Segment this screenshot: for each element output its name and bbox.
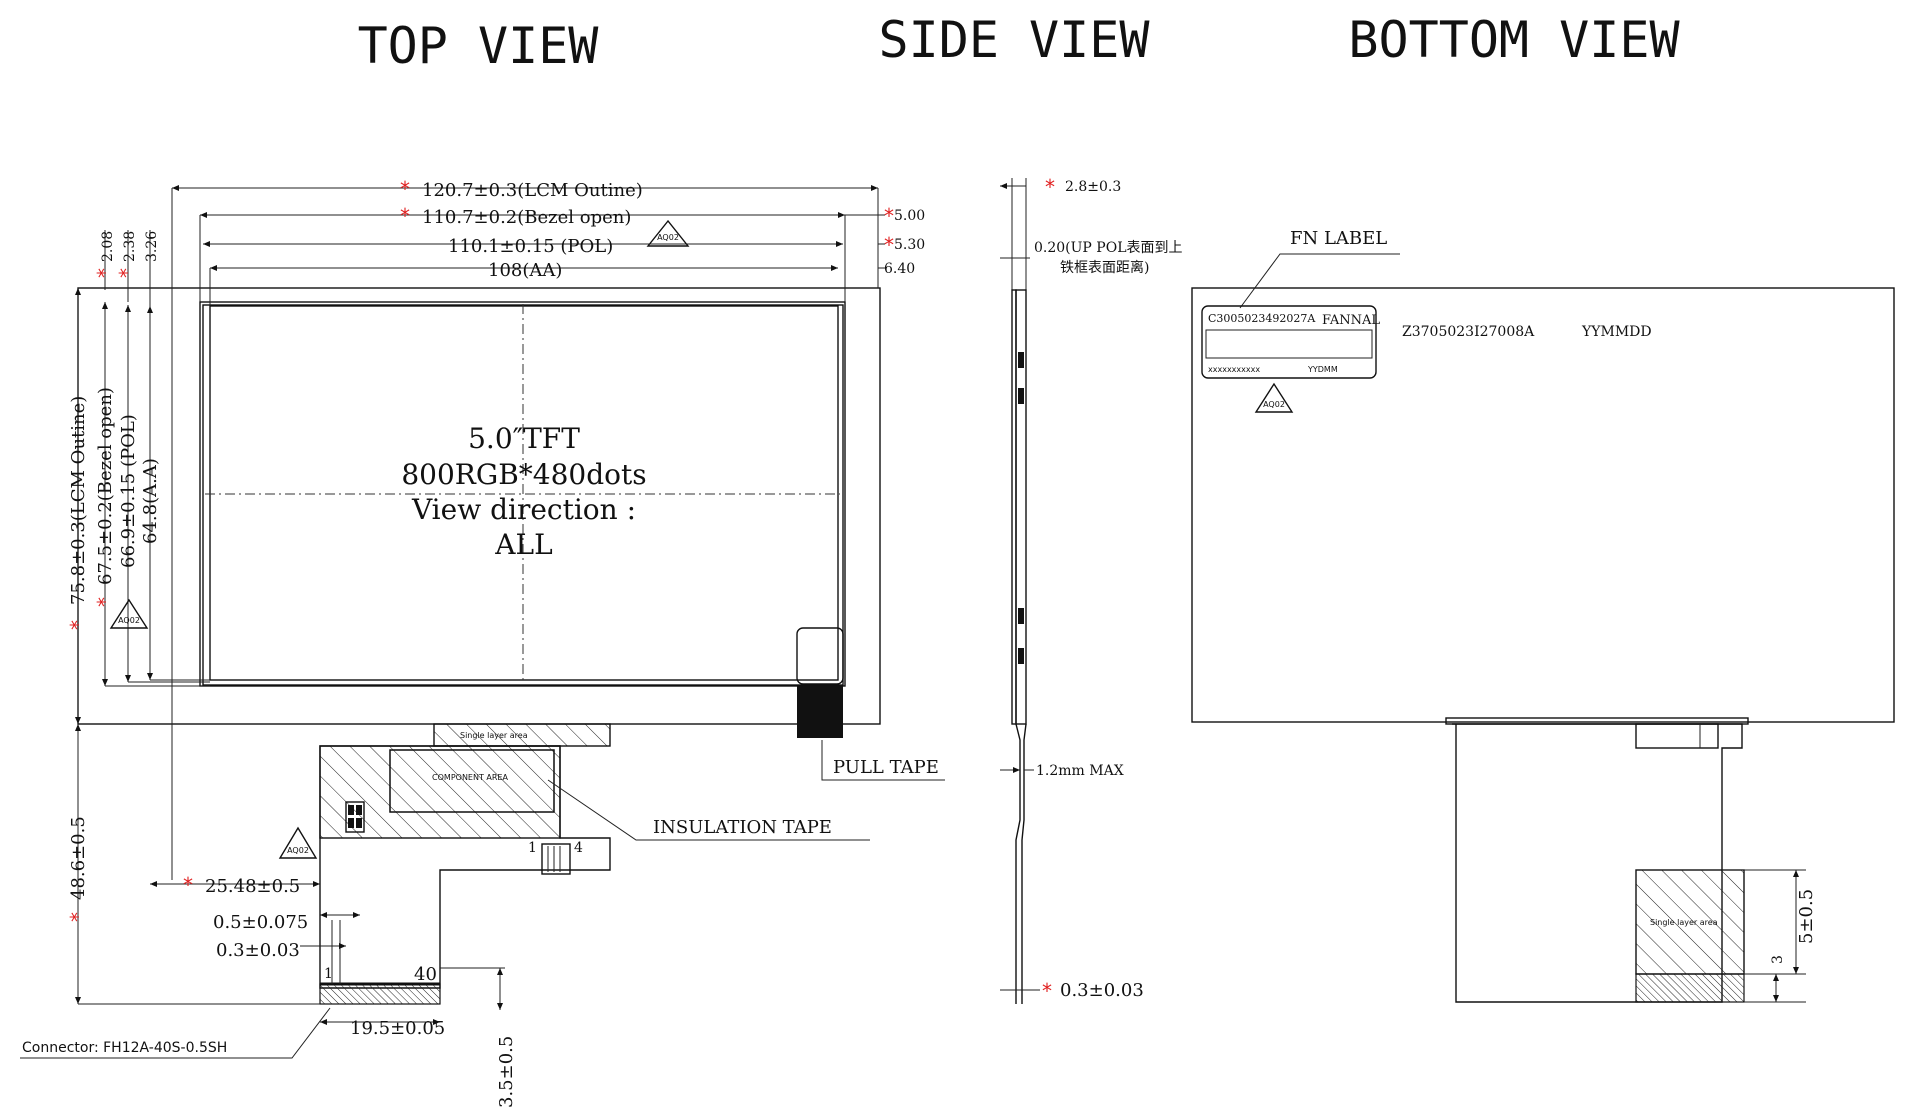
bottom-fpc-outline — [1452, 723, 1743, 1003]
pin-first-label: 1 — [324, 966, 333, 982]
connector-pins — [319, 983, 441, 1005]
module-thickness-dim: 2.8±0.3 — [1065, 179, 1121, 195]
pol-width-dim: 110.1±0.15 (POL) — [448, 236, 613, 257]
svg-text:*: * — [93, 268, 117, 278]
lcm-width-dim: 120.7±0.3(LCM Outine) — [422, 180, 643, 201]
lcm-height-dim: 75.8±0.3(LCM Outine) — [68, 396, 89, 605]
resolution-label: 800RGB*480dots — [401, 458, 646, 491]
top-offset-3: 3.26 — [144, 231, 160, 262]
fpc-thickness-dim: 0.3±0.03 — [1060, 980, 1144, 1001]
pad-pin-1: 1 — [528, 840, 537, 856]
right-offset-aa: 6.40 — [884, 261, 915, 277]
aa-height-dim: 64.8(A.A) — [140, 458, 161, 544]
fpc-total-height-dim: 48.6±0.5 — [68, 816, 89, 900]
fn-label-box — [1201, 305, 1377, 379]
pull-tape-outline — [796, 627, 844, 685]
svg-text:*: * — [1045, 175, 1055, 199]
insulation-tape-label: INSULATION TAPE — [653, 817, 832, 838]
label-brand: FANNAL — [1322, 313, 1380, 328]
bottom-view: FN LABEL C3005023492027A FANNAL xxxxxxxx… — [1191, 228, 1895, 1003]
fpc-offset-dim: 25.48±0.5 — [205, 876, 300, 897]
view-direction-value: ALL — [494, 528, 552, 561]
rev-tag-fpc: AQ02 — [287, 846, 309, 855]
svg-text:*: * — [66, 912, 90, 922]
view-direction-label: View direction : — [411, 493, 636, 526]
label-code: C3005023492027A — [1208, 312, 1316, 325]
pad-pin-4: 4 — [574, 840, 583, 856]
pull-tape-leader — [821, 740, 945, 781]
svg-text:*: * — [93, 597, 117, 607]
svg-text:*: * — [400, 204, 410, 228]
rev-tag-bottom: AQ02 — [1263, 400, 1285, 409]
rev-tag-top: AQ02 — [657, 233, 679, 242]
pull-tape-tab — [797, 686, 843, 738]
top-offset-2: 2.38 — [122, 231, 138, 262]
svg-text:*: * — [66, 620, 90, 630]
stiffener-gap-dim: 3 — [1770, 955, 1786, 964]
pin-pitch-dim: 0.5±0.075 — [213, 912, 308, 933]
label-serial: xxxxxxxxxxx — [1208, 365, 1260, 374]
stiffener-length-dim: 5±0.5 — [1796, 889, 1817, 944]
bezel-open-outline — [199, 301, 846, 687]
connector-leader — [20, 1007, 331, 1059]
fn-label-title: FN LABEL — [1290, 228, 1387, 249]
active-area-outline — [209, 305, 839, 681]
single-layer-label-top: Single layer area — [460, 731, 528, 740]
right-offset-pol: 5.30 — [894, 237, 925, 253]
rev-tag-left: AQ02 — [118, 616, 140, 625]
connector-width-dim: 19.5±0.05 — [350, 1018, 445, 1039]
bottom-outline — [1191, 287, 1895, 723]
pol-gap-note: 0.20(UP POL表面到上 — [1034, 240, 1183, 256]
side-view: * 2.8±0.3 0.20(UP POL表面到上 铁框表面距离) 1.2mm … — [1000, 175, 1183, 1004]
component-area-label: COMPONENT AREA — [432, 773, 508, 782]
svg-text:*: * — [884, 204, 894, 228]
date-code: YYMMDD — [1581, 324, 1652, 340]
bezel-height-dim: 67.5±0.2(Bezel open) — [95, 387, 116, 585]
aa-width-dim: 108(AA) — [488, 260, 562, 281]
svg-text:*: * — [115, 268, 139, 278]
top-offset-1: 2.08 — [100, 231, 116, 262]
fn-label-leader — [1239, 253, 1400, 309]
connector-spec-label: Connector: FH12A-40S-0.5SH — [22, 1040, 227, 1056]
svg-text:*: * — [400, 177, 410, 201]
pol-gap-note-2: 铁框表面距离) — [1060, 259, 1149, 276]
bottom-view-heading: BOTTOM VIEW — [1348, 11, 1680, 69]
svg-text:*: * — [183, 873, 193, 897]
single-layer-area-bottom — [1635, 869, 1745, 975]
top-view: 5.0″TFT 800RGB*480dots View direction : … — [20, 177, 945, 1108]
label-date: YYDMM — [1307, 365, 1338, 374]
svg-text:*: * — [1042, 979, 1052, 1003]
fpc-max-dim: 1.2mm MAX — [1036, 763, 1124, 779]
bezel-width-dim: 110.7±0.2(Bezel open) — [422, 207, 631, 228]
pull-tape-label: PULL TAPE — [833, 757, 939, 778]
tail-length-dim: 3.5±0.5 — [496, 1036, 517, 1108]
top-view-heading: TOP VIEW — [358, 17, 600, 75]
right-offset-bezel: 5.00 — [894, 208, 925, 224]
part-number: Z3705023I27008A — [1402, 324, 1535, 340]
svg-text:*: * — [884, 233, 894, 257]
pin-last-label: 40 — [414, 964, 437, 985]
side-view-heading: SIDE VIEW — [879, 11, 1151, 69]
single-layer-label-bottom: Single layer area — [1650, 918, 1718, 927]
insulation-tape-leader — [547, 779, 870, 841]
pol-height-dim: 66.9±0.15 (POL) — [118, 414, 139, 568]
lead-width-dim: 0.3±0.03 — [216, 940, 300, 961]
panel-size-label: 5.0″TFT — [468, 422, 580, 455]
